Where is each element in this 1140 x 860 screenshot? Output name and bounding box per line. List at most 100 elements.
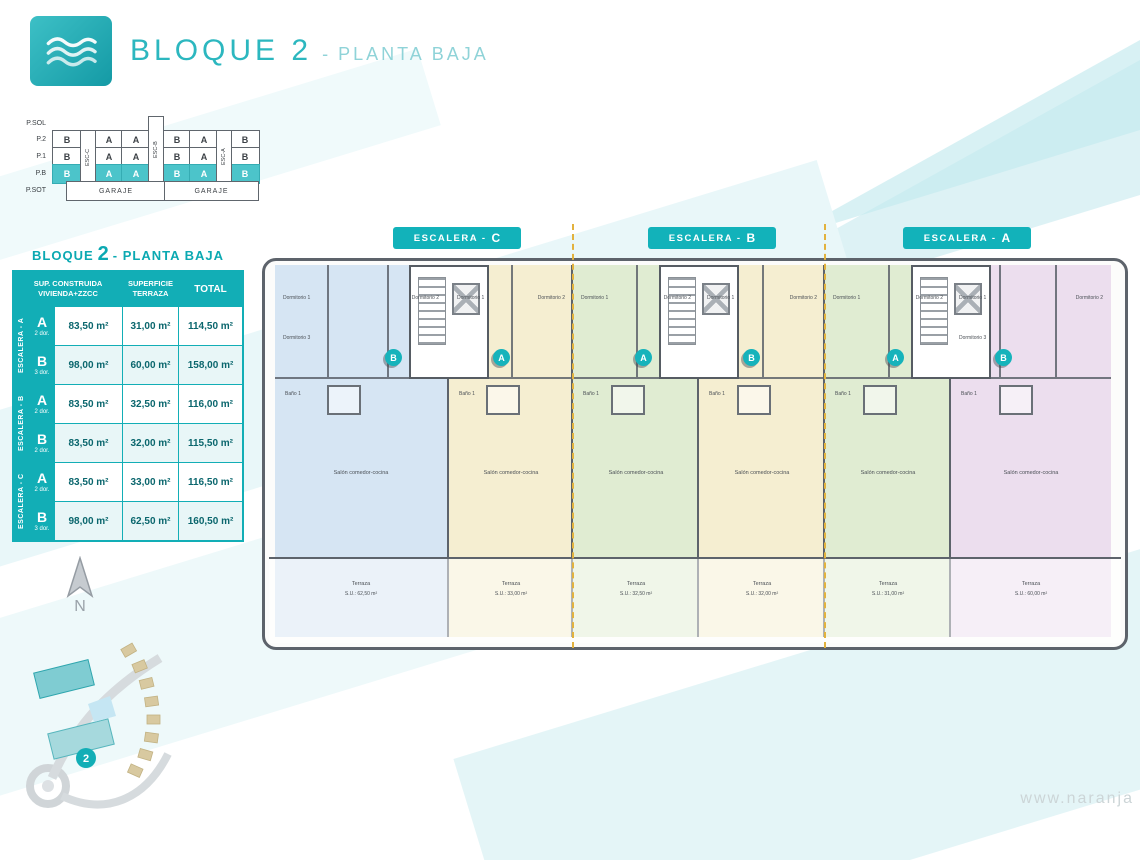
room-label-bedroom1: Dormitorio 1 [283,295,311,301]
north-label: N [74,598,86,614]
group-label-escalera-a: ESCALERA - A [14,307,29,384]
room-label-terrace-area: S.U.: 60,00 m² [1014,591,1048,597]
value-terrace: 60,00 m² [123,346,178,384]
road [47,654,163,780]
unit-dorms: 2 dor. [34,331,50,337]
stair-core-a [911,265,991,379]
table-title-prefix: BLOQUE [32,248,94,263]
value-built: 83,50 m² [55,385,122,423]
room-label-terrace-area: S.U.: 33,00 m² [494,591,528,597]
unit-badge: A [887,349,904,366]
bathroom-outline [862,385,897,415]
wall [275,377,447,379]
room-label-bathroom: Baño 1 [961,391,977,397]
pool [88,696,116,722]
room-label-living: Salón comedor-cocina [483,470,539,476]
room-label-bedroom2: Dormitorio 2 [411,295,439,301]
floor-label: P.B [35,170,46,177]
elevator-icon [452,283,480,315]
page-title: BLOQUE 2 - PLANTA BAJA [130,34,489,68]
room-label-bathroom: Baño 1 [835,391,851,397]
room-label-terrace: Terraza [351,581,371,587]
section-divider-dashed [572,224,574,648]
unit-dorms: 2 dor. [34,487,50,493]
col-header-terrace-line2: TERRAZA [132,289,169,298]
value-total: 116,50 m² [179,463,242,501]
escalera-header-prefix: ESCALERA - [413,232,487,244]
unit-letter: B [36,353,48,369]
block-badge-circle [76,748,96,768]
wall [1055,265,1057,377]
room-label-bedroom2: Dormitorio 2 [537,295,565,301]
escalera-header-letter: C [491,231,501,245]
unit-letter: A [36,314,48,330]
wall [326,265,329,377]
road [60,752,172,809]
col-header-terrace: SUPERFICIE TERRAZA [123,272,178,306]
stairs-icon [418,277,446,345]
floor-label: P.1 [36,153,46,160]
north-arrow: N [58,555,102,615]
wall [449,377,573,379]
room-label-bedroom1: Dormitorio 1 [959,295,987,301]
col-header-total: TOTAL [179,272,242,306]
unit-badge: B [385,349,402,366]
watermark: www.naranja [1020,790,1134,807]
value-built: 83,50 m² [55,424,122,462]
floor-label: P.SOL [26,120,46,127]
garage-cell: GARAJE [66,181,166,201]
room-label-terrace: Terraza [626,581,646,587]
section-divider-dashed [824,224,826,648]
room-label-terrace: Terraza [752,581,772,587]
room-label-living: Salón comedor-cocina [734,470,790,476]
table-title-number: 2 [97,243,109,265]
room-label-bedroom3: Dormitorio 3 [283,335,311,341]
page-title-main: BLOQUE 2 [130,34,313,67]
escalera-header-letter: B [746,231,756,245]
room-label-terrace: Terraza [501,581,521,587]
bathroom-outline [486,385,521,415]
room-label-bedroom2: Dormitorio 2 [663,295,691,301]
unit-dorms: 3 dor. [34,370,50,376]
value-built: 83,50 m² [55,307,122,345]
unit-letter: A [36,470,48,486]
unit-dorms: 3 dor. [34,526,50,532]
unit-badge: A [635,349,652,366]
surface-table: BLOQUE 2 - PLANTA BAJA SUP. CONSTRUIDA V… [12,243,244,542]
group-label-escalera-c: ESCALERA - C [14,463,29,540]
unit-badge: A [493,349,510,366]
value-built: 83,50 m² [55,463,122,501]
col-header-total-label: TOTAL [194,283,227,295]
value-terrace: 33,00 m² [123,463,178,501]
value-terrace: 62,50 m² [123,502,178,540]
stair-core-c [409,265,489,379]
stairs-icon [920,277,948,345]
room-label-bedroom1: Dormitorio 1 [581,295,609,301]
escalera-header-prefix: ESCALERA - [668,232,742,244]
value-total: 114,50 m² [179,307,242,345]
wall [699,377,825,379]
col-header-built-line2: VIVIENDA+ZZCC [38,289,98,298]
floor-label: P.2 [36,136,46,143]
brand-logo [30,16,112,86]
room-label-terrace-area: S.U.: 62,50 m² [344,591,378,597]
floor-plan: Dormitorio 1 Dormitorio 2 Dormitorio 3 B… [262,258,1128,650]
unit-cell: B 3 dor. [30,502,54,540]
block-2-footprint [33,659,95,699]
bathroom-outline [610,385,645,415]
elevator-icon [702,283,730,315]
building-section-diagram: P.SOL P.2 P.1 P.B P.SOT B A A B A B B A … [14,116,276,212]
stair-column-label: ESC-A [216,130,232,184]
stairs-icon [668,277,696,345]
table-title: BLOQUE 2 - PLANTA BAJA [12,243,244,266]
wall [762,265,764,377]
unit-cell: A 2 dor. [30,307,54,345]
value-terrace: 32,00 m² [123,424,178,462]
value-terrace: 31,00 m² [123,307,178,345]
escalera-header-prefix: ESCALERA - [923,232,997,244]
roundabout [26,764,70,808]
wall [386,265,389,377]
room-label-bedroom2: Dormitorio 2 [915,295,943,301]
unit-badge: B [995,349,1012,366]
